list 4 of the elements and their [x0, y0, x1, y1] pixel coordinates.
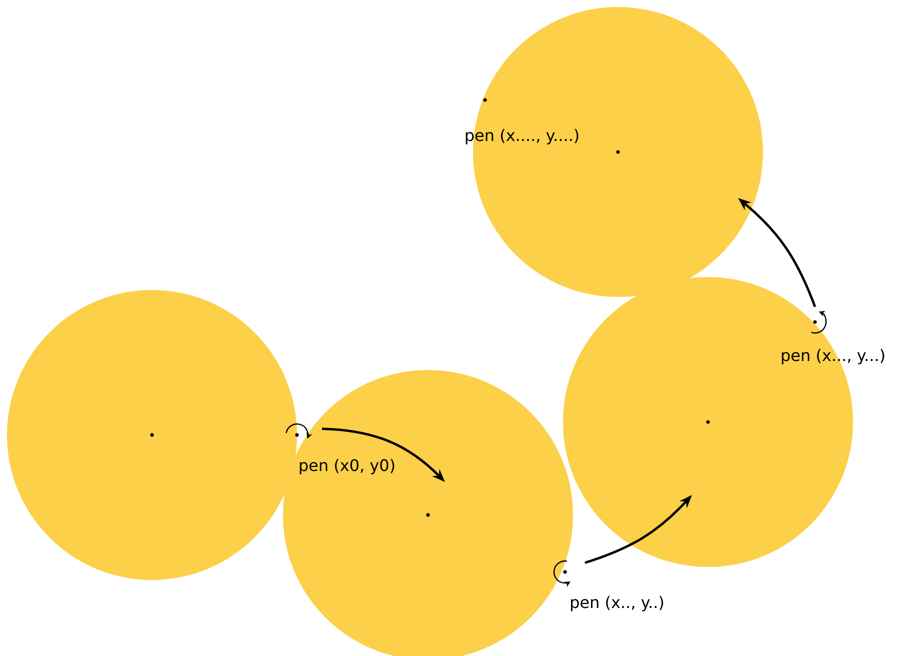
disc-circle [7, 290, 297, 580]
disc-circle [563, 277, 853, 567]
pen-label: pen (x0, y0) [300, 458, 394, 474]
pen-label: pen (x.., y..) [571, 596, 664, 612]
